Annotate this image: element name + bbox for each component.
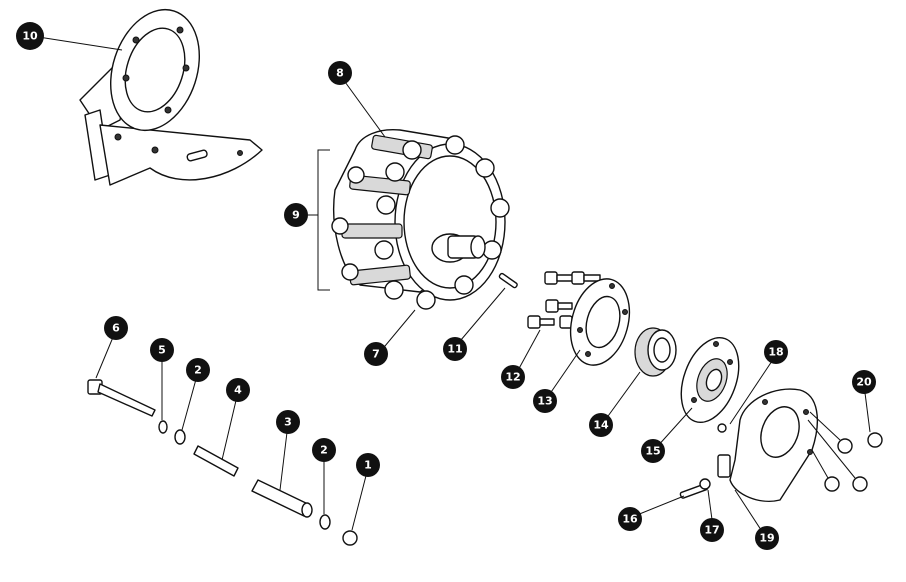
callout-16-label: 16 — [622, 513, 638, 526]
callout-10: 10 — [16, 22, 44, 50]
part-rod-assembly — [87, 379, 358, 546]
part-bearing — [634, 327, 677, 377]
callout-2b: 2 — [312, 438, 336, 462]
part-bracket — [79, 8, 263, 186]
part-pin — [679, 478, 711, 499]
callout-9: 9 — [284, 203, 308, 227]
part-flange-bearing — [680, 337, 740, 423]
callout-2a-label: 2 — [194, 364, 202, 377]
callout-15-label: 15 — [645, 445, 660, 458]
callout-15: 15 — [641, 439, 665, 463]
callout-13-label: 13 — [537, 395, 552, 408]
part-nuts — [807, 411, 883, 492]
callout-8-label: 8 — [336, 67, 344, 80]
callout-13: 13 — [533, 389, 557, 413]
callout-9-label: 9 — [292, 209, 300, 222]
callout-5-label: 5 — [158, 344, 166, 357]
callout-12: 12 — [501, 365, 525, 389]
part-key — [498, 272, 518, 289]
callout-20-label: 20 — [856, 376, 872, 389]
callout-6-label: 6 — [112, 322, 120, 335]
callout-14: 14 — [589, 413, 613, 437]
part-drum — [317, 128, 510, 310]
callout-14-label: 14 — [593, 419, 609, 432]
callout-19-label: 19 — [759, 532, 774, 545]
callout-19: 19 — [755, 526, 779, 550]
callout-5: 5 — [150, 338, 174, 362]
callout-1: 1 — [356, 453, 380, 477]
callout-11-label: 11 — [447, 343, 462, 356]
callout-3-label: 3 — [284, 416, 292, 429]
callout-17: 17 — [700, 518, 724, 542]
callout-2b-label: 2 — [320, 444, 328, 457]
callout-7-label: 7 — [372, 348, 380, 361]
callout-12-label: 12 — [505, 371, 520, 384]
callout-18: 18 — [764, 340, 788, 364]
callout-1-label: 1 — [364, 459, 372, 472]
callout-10-label: 10 — [22, 30, 38, 43]
callout-17-label: 17 — [704, 524, 719, 537]
callout-2a: 2 — [186, 358, 210, 382]
callout-7: 7 — [364, 342, 388, 366]
callout-18-label: 18 — [768, 346, 783, 359]
part-set-nut — [717, 423, 727, 433]
part-flange — [569, 278, 631, 366]
callout-6: 6 — [104, 316, 128, 340]
callout-4: 4 — [226, 378, 250, 402]
callout-4-label: 4 — [234, 384, 242, 397]
part-end-plate — [717, 388, 819, 502]
callout-11: 11 — [443, 337, 467, 361]
callout-8: 8 — [328, 61, 352, 85]
callout-3: 3 — [276, 410, 300, 434]
callout-16: 16 — [618, 507, 642, 531]
callout-20: 20 — [852, 370, 876, 394]
